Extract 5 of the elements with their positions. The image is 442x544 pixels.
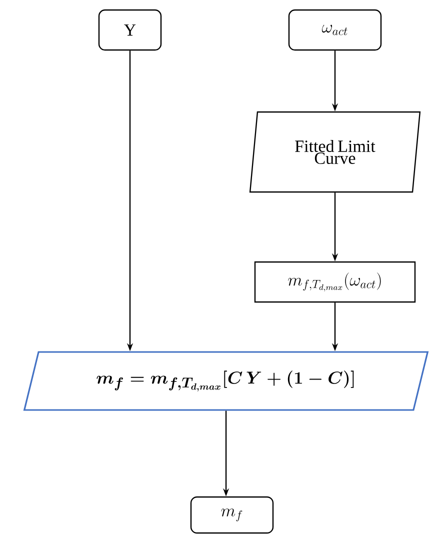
- process-box: $m_{f,T_{d,max}}(\omega_{act})$: [254, 261, 416, 303]
- data-parallelogram: Fitted Limit Curve: [249, 111, 421, 193]
- input-box: $\omega_{act}$: [288, 9, 382, 51]
- output-box: $m_f$: [190, 496, 274, 534]
- input-box: Y: [98, 9, 162, 51]
